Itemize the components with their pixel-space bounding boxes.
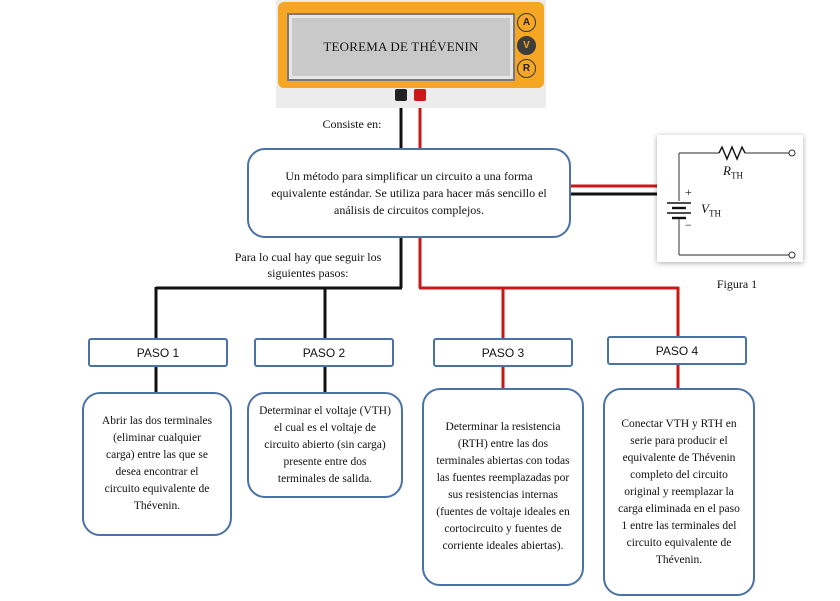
- paso-2-header: PASO 2: [254, 338, 394, 367]
- figure-caption: Figura 1: [716, 277, 758, 291]
- meter-button-r: R: [517, 59, 536, 78]
- paso-3-header: PASO 3: [433, 338, 573, 367]
- vth-label: VTH: [701, 201, 721, 219]
- thevenin-circuit-svg: [667, 145, 796, 259]
- plus-sign: +: [685, 185, 692, 199]
- terminal-bottom: [788, 251, 796, 259]
- meter-button-a: A: [517, 13, 536, 32]
- minus-sign: −: [685, 218, 692, 232]
- paso-3-description: Determinar la resistencia (RTH) entre la…: [422, 388, 584, 586]
- red-probe-plug: [414, 89, 426, 101]
- black-probe-plug: [395, 89, 407, 101]
- rth-subscript: TH: [730, 170, 743, 181]
- paso-2-description: Determinar el voltaje (VTH) el cual es e…: [247, 392, 403, 498]
- terminal-top: [788, 149, 796, 157]
- main-definition-box: Un método para simplificar un circuito a…: [247, 148, 571, 238]
- rth-label: RTH: [723, 163, 743, 181]
- paso-1-header: PASO 1: [88, 338, 228, 367]
- vth-subscript: TH: [708, 208, 721, 219]
- consiste-label: Consiste en:: [322, 117, 382, 131]
- paso-4-description: Conectar VTH y RTH en serie para produci…: [603, 388, 755, 596]
- meter-button-v: V: [517, 36, 536, 55]
- steps-intro-label: Para lo cual hay que seguir los siguient…: [234, 250, 382, 280]
- paso-1-description: Abrir las dos terminales (eliminar cualq…: [82, 392, 232, 536]
- paso-4-header: PASO 4: [607, 336, 747, 365]
- meter-screen-title: TEOREMA DE THÉVENIN: [287, 13, 515, 81]
- thevenin-circuit-figure: RTH VTH + −: [657, 135, 803, 262]
- resistor-symbol: [718, 145, 746, 161]
